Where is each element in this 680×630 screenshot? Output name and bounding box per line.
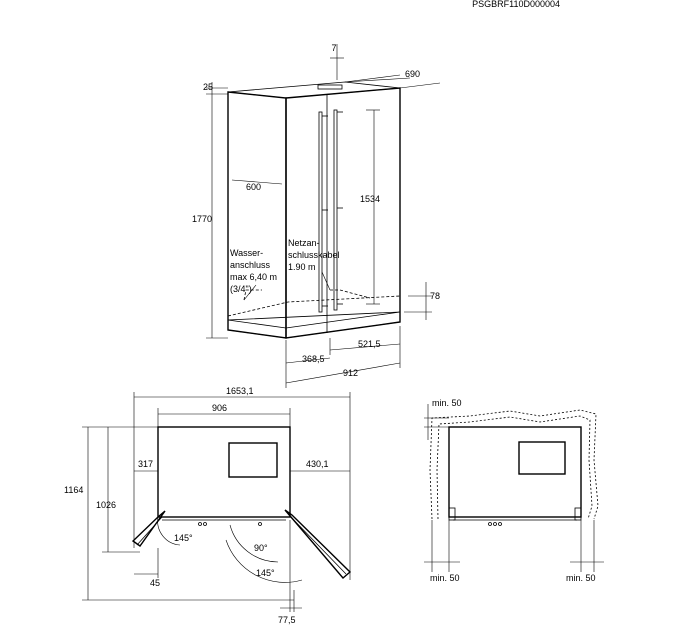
svg-text:Netzan-: Netzan- — [288, 238, 320, 248]
plan-dim-430: 430,1 — [306, 459, 329, 469]
plan-angle-90: 90° — [254, 543, 268, 553]
clearance-top-label: min. 50 — [432, 398, 462, 408]
top-vent — [317, 84, 343, 90]
power-cable-note: Netzan- schlusskabel 1.90 m — [288, 238, 340, 272]
clearance-right-label: min. 50 — [566, 573, 596, 583]
plan-view-door-swing: 145° 90° 145° 1653,1 906 317 430,1 1164 … — [64, 386, 352, 625]
plinth-outline — [227, 311, 401, 339]
plan-dim-906: 906 — [212, 403, 227, 413]
dim-25-label: 25 — [203, 82, 213, 92]
plan-dim-1653: 1653,1 — [226, 386, 254, 396]
fridge-front-face — [285, 87, 401, 339]
clearance-left-label: min. 50 — [430, 573, 460, 583]
svg-text:Wasser-: Wasser- — [230, 248, 263, 258]
svg-text:max 6,40 m: max 6,40 m — [230, 272, 277, 282]
dim-1770-label: 1770 — [192, 214, 212, 224]
plan-fridge-body — [157, 426, 291, 518]
plan-dim-77: 77,5 — [278, 615, 296, 625]
svg-text:schlusskabel: schlusskabel — [288, 250, 340, 260]
clearance-fridge-body — [448, 426, 582, 518]
water-connection-note: Wasser- anschluss max 6,40 m (3/4") — [230, 248, 277, 294]
plan-angle-145-left: 145° — [174, 533, 193, 543]
left-door-open — [131, 510, 166, 547]
floor-outline — [227, 295, 401, 317]
svg-text:anschluss: anschluss — [230, 260, 271, 270]
dim-912-label: 912 — [343, 368, 358, 378]
dim-600-label: 600 — [246, 182, 261, 192]
plan-dim-1164: 1164 — [64, 485, 83, 495]
dim-78-label: 78 — [430, 291, 440, 301]
dim-1534-label: 1534 — [360, 194, 380, 204]
dim-690-label: 690 — [405, 69, 420, 79]
svg-text:(3/4"): (3/4") — [230, 284, 252, 294]
plan-dim-317: 317 — [138, 459, 153, 469]
dim-521-label: 521,5 — [358, 339, 381, 349]
left-door-handle — [318, 111, 323, 313]
dim-368-label: 368,5 — [302, 354, 325, 364]
fridge-side-face — [227, 91, 287, 339]
clearance-display-panel — [518, 441, 566, 475]
plan-display-panel — [228, 442, 278, 478]
niche-wall-outline — [429, 409, 599, 520]
dim-7-label: 7 — [331, 43, 336, 53]
plan-angle-145-right: 145° — [256, 568, 275, 578]
plan-dim-45: 45 — [150, 578, 160, 588]
svg-text:1.90 m: 1.90 m — [288, 262, 316, 272]
right-door-handle — [333, 109, 338, 311]
clearance-view: min. 50 min. 50 min. 50 — [424, 398, 604, 583]
drawing-code: PSGBRF110D000004 — [472, 0, 560, 9]
plan-dim-1026: 1026 — [96, 500, 116, 510]
isometric-fridge-view: 7 690 25 600 1770 1534 Wasser- anschluss… — [192, 43, 441, 388]
